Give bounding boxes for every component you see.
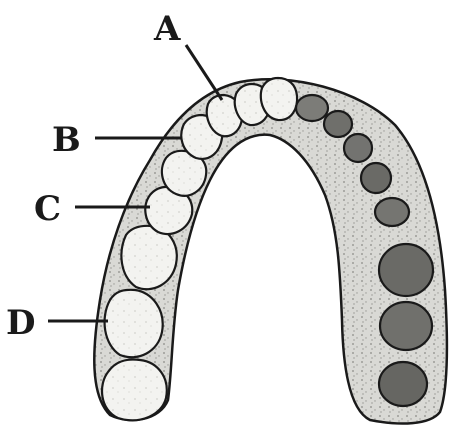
molar-d [105,290,163,357]
right-tooth-3 [344,134,372,162]
right-tooth-2 [324,111,352,137]
right-tooth-5 [375,198,409,226]
pointer-a [186,45,222,100]
right-molar-3 [379,362,427,406]
right-molar-2 [380,302,432,350]
molar-bottom-left [102,360,167,421]
label-a: A [153,9,181,49]
right-tooth-1 [296,95,328,121]
label-c: C [34,189,61,229]
right-molar-1 [379,244,433,296]
incisor-center [261,78,297,120]
premolar-lower [121,226,176,289]
label-d: D [6,303,35,343]
right-tooth-4 [361,163,391,193]
label-b: B [52,120,81,160]
